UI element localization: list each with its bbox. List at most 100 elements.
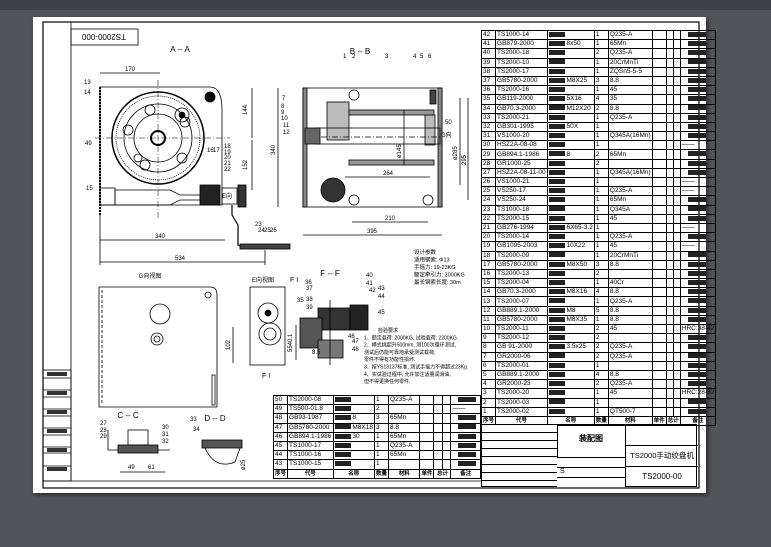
weight-cell xyxy=(665,121,674,133)
weight-cell xyxy=(651,195,667,206)
part-code: GB70.3-2000 xyxy=(495,287,548,298)
dim-144: 144 xyxy=(243,104,249,115)
quantity: 1 xyxy=(593,406,609,417)
item-number: 42 xyxy=(480,29,497,41)
weight-cell xyxy=(665,222,674,234)
weight-cell xyxy=(672,29,681,41)
remark xyxy=(450,459,481,470)
weight-cell xyxy=(651,131,667,142)
weight-cell xyxy=(441,440,452,452)
remark xyxy=(679,57,717,68)
quantity: 1 xyxy=(373,394,390,406)
part-code: TS2000-17 xyxy=(495,66,548,77)
weight-cell xyxy=(672,351,681,362)
quantity: 2 xyxy=(593,268,609,280)
balloon-19: 19 xyxy=(224,150,231,156)
weight-cell xyxy=(665,278,674,289)
view-label-d-d: D -- D xyxy=(204,414,226,423)
item-number: 17 xyxy=(480,259,497,270)
header-cell: 材料 xyxy=(387,468,421,479)
part-code: GB301-1995 xyxy=(495,121,548,133)
remark xyxy=(679,259,717,270)
part-name xyxy=(332,450,375,461)
part-code: TS2000-07 xyxy=(495,296,548,307)
weight-cell xyxy=(672,94,681,105)
item-number: 13 xyxy=(480,296,497,307)
material: 65Mn xyxy=(387,450,421,461)
material: Q235-A xyxy=(387,440,421,452)
item-number: 30 xyxy=(480,140,497,151)
weight-cell xyxy=(672,75,681,87)
design-param-line: 额定牵引力: 2000KG xyxy=(414,271,465,279)
material: Q235-A xyxy=(607,232,653,243)
remark xyxy=(679,360,717,371)
view-a-a: A -- A 170 340 534 144 152 E向 xyxy=(95,45,291,265)
part-name: 10X22 xyxy=(546,241,595,252)
weight-cell xyxy=(651,232,667,243)
material: 35 xyxy=(607,94,653,105)
inspection-line: 但不得更换任何零件. xyxy=(364,378,410,385)
weight-cell xyxy=(672,369,681,381)
balloon-49: 49 xyxy=(85,141,92,147)
part-name xyxy=(546,213,595,224)
part-code: GR1000-25 xyxy=(495,158,548,169)
remark xyxy=(679,397,717,408)
weight-cell xyxy=(433,440,443,452)
scale-label: S xyxy=(560,468,565,475)
part-name xyxy=(546,351,595,362)
weight-cell xyxy=(665,103,674,114)
weight-cell xyxy=(651,278,667,289)
quantity: 1 xyxy=(593,222,609,234)
item-number: 1 xyxy=(480,406,497,417)
quantity: 1 xyxy=(593,57,609,68)
weight-cell xyxy=(651,222,667,234)
item-number: 34 xyxy=(480,103,497,114)
remark xyxy=(679,204,717,215)
part-name xyxy=(546,296,595,307)
weight-cell xyxy=(651,204,667,215)
material: 65Mn xyxy=(387,413,421,424)
weight-cell xyxy=(665,186,674,197)
remark xyxy=(679,66,717,77)
weight-cell xyxy=(651,57,667,68)
item-number: 24 xyxy=(480,195,497,206)
part-code: TS2000-21 xyxy=(495,112,548,123)
balloon-5: 5 xyxy=(420,54,424,60)
weight-cell xyxy=(665,369,674,381)
balloon-20: 20 xyxy=(224,155,231,161)
view-f-f: F -- F 5540.1 8.5 xyxy=(288,269,369,365)
remark xyxy=(679,268,717,280)
balloon-22: 22 xyxy=(224,167,231,173)
remark xyxy=(679,195,717,206)
quantity: 4 xyxy=(593,287,609,298)
balloon-15: 15 xyxy=(86,186,93,192)
remark xyxy=(679,112,717,123)
view-label-e: E向视图 xyxy=(252,276,274,284)
part-name: 50X xyxy=(546,121,595,133)
part-code: TS2000-16 xyxy=(495,85,548,96)
weight-cell xyxy=(665,360,674,371)
part-code: TS2000-14 xyxy=(495,232,548,243)
weight-cell xyxy=(665,314,674,326)
weight-cell xyxy=(665,351,674,362)
weight-cell xyxy=(665,158,674,169)
left-stamp-column xyxy=(42,369,72,482)
weight-cell xyxy=(433,459,443,470)
weight-cell xyxy=(665,149,674,160)
weight-cell xyxy=(672,388,681,399)
balloon-24: 24 xyxy=(258,228,265,234)
quantity: 1 xyxy=(593,39,609,50)
material: Q235-A xyxy=(607,351,653,362)
balloon-18: 18 xyxy=(224,144,231,150)
balloon-31: 31 xyxy=(162,432,169,438)
weight-cell xyxy=(672,278,681,289)
frame-code: TS2000-000 xyxy=(81,32,126,41)
header-cell: 数量 xyxy=(373,468,390,479)
